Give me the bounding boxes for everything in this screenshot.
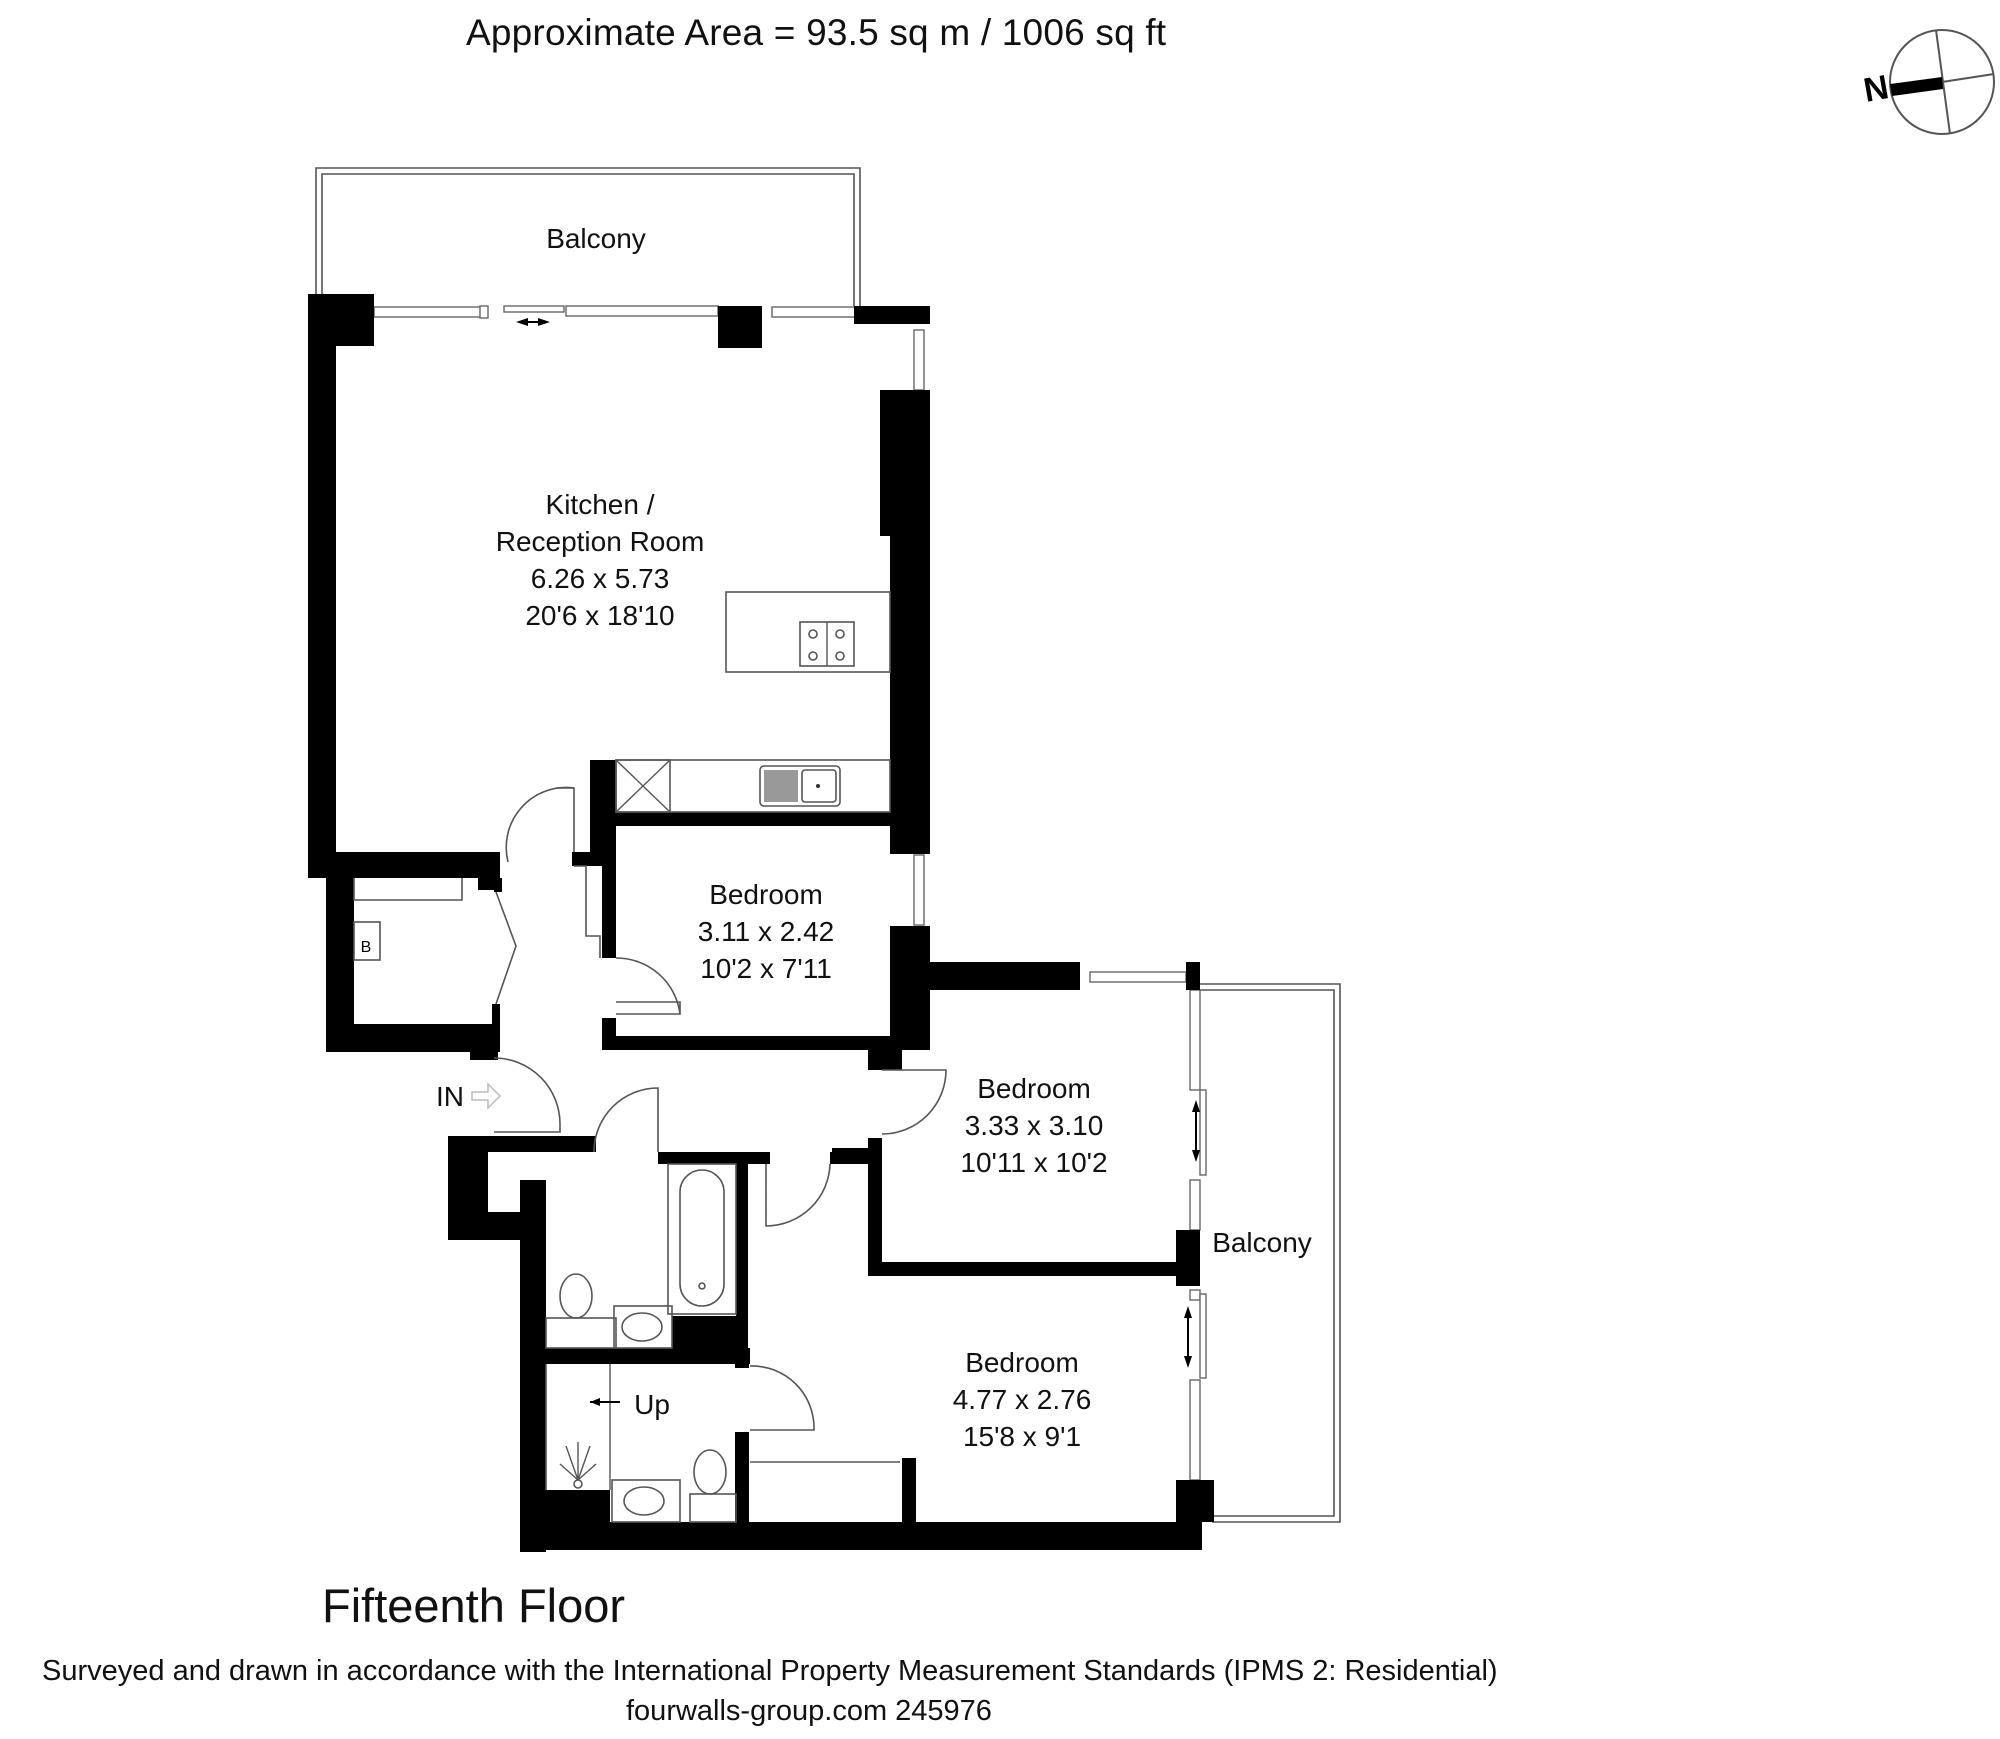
top-glazing — [373, 305, 1207, 1481]
walls — [308, 294, 1214, 1552]
svg-text:3.11 x 2.42: 3.11 x 2.42 — [698, 916, 834, 947]
sink-icon — [759, 765, 841, 807]
entrance-arrow-icon — [471, 1082, 502, 1110]
balcony-side-outline — [1200, 983, 1341, 1523]
room-label-kitchen-reception: Kitchen / Reception Room 6.26 x 5.73 20'… — [496, 489, 705, 631]
svg-text:Bedroom: Bedroom — [709, 879, 823, 910]
north-arrow-compass-icon: N — [1861, 29, 1995, 135]
room-label-bedroom-middle: Bedroom 3.33 x 3.10 10'11 x 10'2 — [960, 1073, 1107, 1178]
entrance-marker: IN — [436, 1081, 464, 1112]
svg-text:Bedroom: Bedroom — [965, 1347, 1079, 1378]
shower-icon — [559, 1442, 597, 1489]
stairs-up-marker: Up — [634, 1389, 670, 1420]
svg-text:4.77 x 2.76: 4.77 x 2.76 — [953, 1384, 1092, 1415]
svg-text:15'8 x 9'1: 15'8 x 9'1 — [963, 1421, 1081, 1452]
approximate-area-title: Approximate Area = 93.5 sq m / 1006 sq f… — [466, 12, 1167, 53]
floor-name-title: Fifteenth Floor — [322, 1579, 626, 1632]
room-label-bedroom-small: Bedroom 3.11 x 2.42 10'2 x 7'11 — [698, 879, 834, 984]
room-label-bedroom-large: Bedroom 4.77 x 2.76 15'8 x 9'1 — [953, 1347, 1092, 1452]
svg-text:10'11 x 10'2: 10'11 x 10'2 — [960, 1147, 1107, 1178]
svg-text:Bedroom: Bedroom — [977, 1073, 1091, 1104]
survey-standards-note: Surveyed and drawn in accordance with th… — [42, 1655, 1498, 1687]
room-name-balcony-side: Balcony — [1212, 1227, 1312, 1258]
svg-text:20'6 x 18'10: 20'6 x 18'10 — [525, 600, 674, 631]
svg-text:3.33 x 3.10: 3.33 x 3.10 — [965, 1110, 1104, 1141]
svg-text:6.26 x 5.73: 6.26 x 5.73 — [531, 563, 670, 594]
boiler-marker: B — [361, 939, 372, 956]
fixtures — [353, 591, 947, 1523]
svg-text:Reception Room: Reception Room — [496, 526, 705, 557]
reference-website: fourwalls-group.com 245976 — [626, 1695, 992, 1727]
balcony-top-outline — [315, 167, 861, 306]
hob-icon — [799, 621, 855, 667]
room-name-balcony-top: Balcony — [546, 223, 646, 254]
compass-north-label: N — [1861, 68, 1892, 110]
svg-text:Kitchen /: Kitchen / — [546, 489, 655, 520]
svg-text:10'2 x 7'11: 10'2 x 7'11 — [700, 953, 832, 984]
